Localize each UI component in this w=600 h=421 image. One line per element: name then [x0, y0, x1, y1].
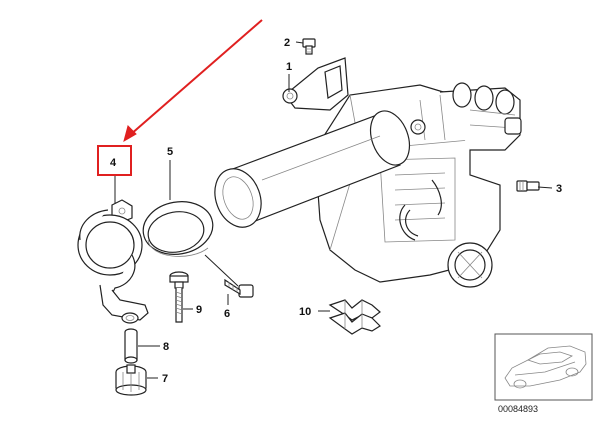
leader-lines — [114, 41, 553, 379]
callout-5: 5 — [167, 146, 173, 158]
callout-2: 2 — [284, 37, 290, 49]
callout-3: 3 — [556, 183, 562, 195]
part-7-rubber-mount — [115, 364, 147, 396]
part-4-clamp-bracket — [77, 199, 149, 324]
highlight-box-part-4 — [97, 145, 132, 176]
pump-motor-cylinder — [214, 110, 411, 228]
part-2-screw — [302, 38, 316, 55]
callout-1: 1 — [286, 61, 292, 73]
diagram-reference-number: 00084893 — [498, 404, 538, 414]
part-1-bracket — [282, 57, 349, 111]
part-5-ring — [142, 201, 214, 257]
callout-4: 4 — [110, 157, 117, 169]
part-10-clip — [328, 299, 381, 335]
callout-9: 9 — [196, 304, 202, 316]
callout-7: 7 — [162, 373, 168, 385]
part-8-sleeve — [124, 328, 138, 364]
callout-10: 10 — [299, 306, 311, 318]
part-9-bolt — [169, 271, 189, 323]
highlight-arrow — [123, 19, 263, 143]
car-icon — [504, 345, 587, 389]
callout-8: 8 — [163, 341, 169, 353]
car-thumbnail-inset — [494, 333, 593, 401]
part-6-screw — [224, 278, 254, 298]
callout-6: 6 — [224, 308, 230, 320]
part-3-screw — [516, 180, 540, 192]
